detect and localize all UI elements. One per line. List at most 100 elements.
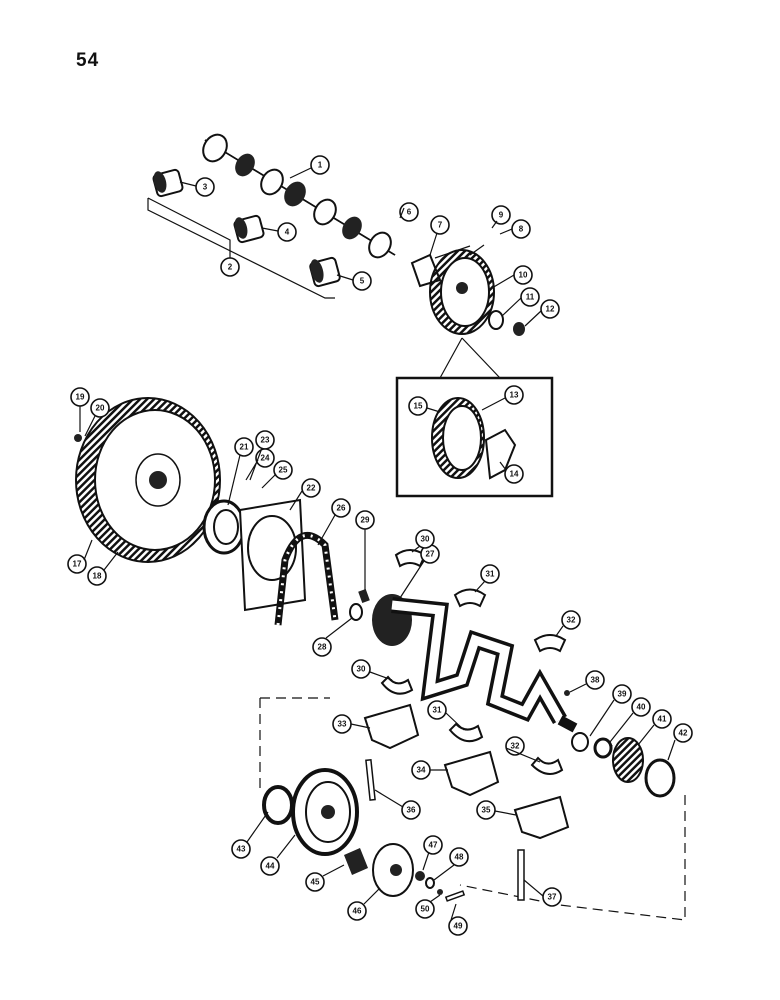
svg-text:27: 27 bbox=[426, 550, 435, 559]
callout-23: 23 bbox=[255, 430, 275, 450]
spacer-washer bbox=[593, 737, 613, 759]
callout-31b: 31 bbox=[427, 700, 447, 720]
callout-36: 36 bbox=[401, 800, 421, 820]
cam-bearing-center bbox=[233, 214, 265, 244]
callout-26: 26 bbox=[331, 498, 351, 518]
cam-bearing-rear bbox=[309, 256, 341, 288]
callout-40: 40 bbox=[631, 697, 651, 717]
callout-20: 20 bbox=[90, 398, 110, 418]
svg-text:46: 46 bbox=[353, 907, 362, 916]
cap-screw-49 bbox=[444, 890, 466, 902]
svg-text:1: 1 bbox=[318, 161, 323, 170]
cam-bearing-front bbox=[152, 168, 184, 198]
camshaft bbox=[202, 133, 396, 259]
callout-50: 50 bbox=[415, 899, 435, 919]
callout-25: 25 bbox=[273, 460, 293, 480]
main-bearing-upper-center bbox=[453, 588, 487, 608]
flywheel bbox=[75, 397, 221, 563]
front-seal bbox=[262, 785, 294, 825]
pilot-bushing bbox=[349, 603, 363, 621]
svg-text:15: 15 bbox=[414, 402, 423, 411]
svg-text:3: 3 bbox=[203, 183, 208, 192]
svg-text:11: 11 bbox=[526, 293, 535, 302]
callout-18: 18 bbox=[87, 566, 107, 586]
callout-8: 8 bbox=[511, 219, 531, 239]
callout-12: 12 bbox=[540, 299, 560, 319]
svg-text:37: 37 bbox=[548, 893, 557, 902]
callout-6: 6 bbox=[399, 202, 419, 222]
svg-text:12: 12 bbox=[546, 305, 555, 314]
callout-33: 33 bbox=[332, 714, 352, 734]
bearing-cap-bolt-long bbox=[365, 758, 376, 801]
svg-text:40: 40 bbox=[637, 703, 646, 712]
svg-text:5: 5 bbox=[360, 277, 365, 286]
oil-slinger bbox=[571, 732, 589, 752]
svg-text:30: 30 bbox=[421, 535, 430, 544]
flywheel-nut bbox=[74, 434, 82, 442]
crankshaft-pulley bbox=[291, 768, 359, 856]
callout-14: 14 bbox=[504, 464, 524, 484]
main-bearing-lower-front bbox=[380, 675, 414, 695]
callout-9: 9 bbox=[491, 205, 511, 225]
callout-32: 32 bbox=[561, 610, 581, 630]
svg-text:14: 14 bbox=[510, 470, 519, 479]
svg-text:4: 4 bbox=[285, 228, 290, 237]
svg-text:33: 33 bbox=[338, 720, 347, 729]
svg-text:18: 18 bbox=[93, 572, 102, 581]
callout-22: 22 bbox=[301, 478, 321, 498]
svg-text:42: 42 bbox=[679, 729, 688, 738]
callout-45: 45 bbox=[305, 872, 325, 892]
svg-text:13: 13 bbox=[510, 391, 519, 400]
callout-7: 7 bbox=[430, 215, 450, 235]
callout-1: 1 bbox=[310, 155, 330, 175]
svg-text:19: 19 bbox=[76, 393, 85, 402]
callout-44: 44 bbox=[260, 856, 280, 876]
seal-gasket bbox=[274, 532, 339, 626]
callout-31: 31 bbox=[480, 564, 500, 584]
callout-29: 29 bbox=[355, 510, 375, 530]
callout-47: 47 bbox=[423, 835, 443, 855]
svg-text:48: 48 bbox=[455, 853, 464, 862]
svg-text:28: 28 bbox=[318, 643, 327, 652]
page-number: 54 bbox=[76, 50, 100, 71]
svg-text:49: 49 bbox=[454, 922, 463, 931]
callout-30: 30 bbox=[415, 529, 435, 549]
callout-38: 38 bbox=[585, 670, 605, 690]
svg-text:43: 43 bbox=[237, 845, 246, 854]
crankshaft bbox=[372, 594, 578, 733]
svg-text:23: 23 bbox=[261, 436, 270, 445]
svg-text:9: 9 bbox=[499, 211, 504, 220]
svg-text:10: 10 bbox=[519, 271, 528, 280]
callout-34: 34 bbox=[411, 760, 431, 780]
svg-text:8: 8 bbox=[519, 225, 524, 234]
rear-oil-seal bbox=[202, 499, 246, 555]
washer-cam bbox=[513, 322, 525, 336]
svg-text:26: 26 bbox=[337, 504, 346, 513]
svg-text:6: 6 bbox=[407, 208, 412, 217]
woodruff-key bbox=[564, 690, 570, 696]
svg-text:34: 34 bbox=[417, 766, 426, 775]
svg-text:36: 36 bbox=[407, 806, 416, 815]
svg-text:7: 7 bbox=[438, 221, 443, 230]
callout-30b: 30 bbox=[351, 659, 371, 679]
callout-13: 13 bbox=[504, 385, 524, 405]
svg-text:41: 41 bbox=[658, 715, 667, 724]
inset-bracket bbox=[484, 428, 517, 480]
svg-text:22: 22 bbox=[307, 484, 316, 493]
hub bbox=[344, 848, 368, 875]
callout-43: 43 bbox=[231, 839, 251, 859]
vibration-damper bbox=[372, 843, 414, 897]
front-oil-slinger bbox=[644, 758, 676, 798]
svg-text:31: 31 bbox=[433, 706, 442, 715]
dowel-pin bbox=[358, 588, 370, 604]
camshaft-gear bbox=[429, 249, 495, 335]
callout-10: 10 bbox=[513, 265, 533, 285]
callout-17: 17 bbox=[67, 554, 87, 574]
callout-39: 39 bbox=[612, 684, 632, 704]
svg-text:32: 32 bbox=[567, 616, 576, 625]
inset-box bbox=[395, 376, 554, 498]
svg-text:35: 35 bbox=[482, 806, 491, 815]
svg-text:29: 29 bbox=[361, 516, 370, 525]
main-bearing-cap-rear bbox=[513, 795, 570, 840]
